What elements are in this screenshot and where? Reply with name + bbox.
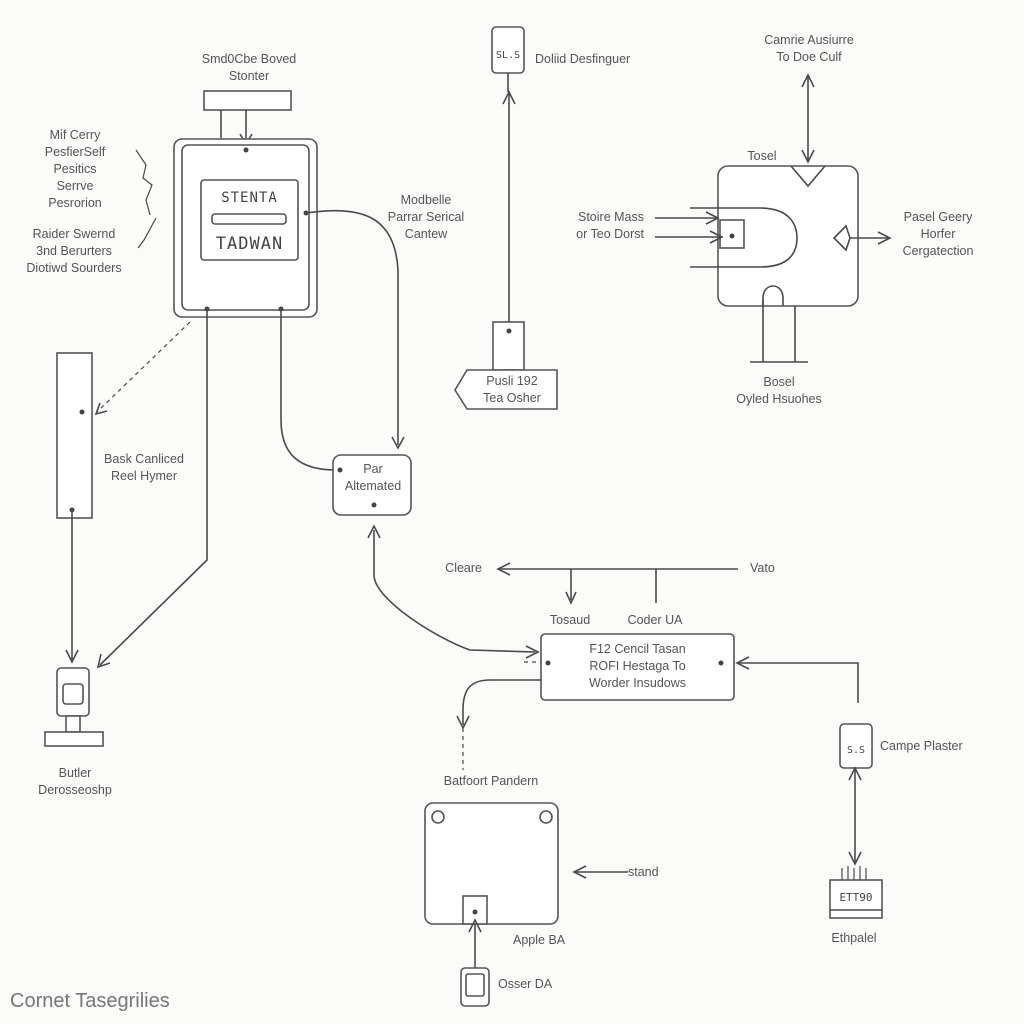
ettso-box bbox=[829, 879, 883, 919]
controller-slot bbox=[211, 213, 287, 225]
tosel-notch bbox=[790, 165, 826, 188]
label-tosel: Tosel bbox=[747, 149, 777, 163]
label-dolid: Doliid Desfinguer bbox=[535, 52, 631, 66]
wire-controller-to-par bbox=[305, 209, 399, 445]
arrow-pasel bbox=[877, 231, 892, 245]
wire-controller-right bbox=[280, 309, 337, 471]
arrow-stoire-b bbox=[709, 230, 724, 244]
arrow-tosaud bbox=[565, 591, 577, 605]
top-switch-box bbox=[203, 90, 292, 111]
push-box bbox=[454, 369, 558, 410]
push-port bbox=[506, 328, 512, 334]
par-port-bottom bbox=[371, 502, 377, 508]
controller-port-top bbox=[243, 147, 249, 153]
label-cleare: Cleare bbox=[445, 561, 482, 575]
wire-camre-to-f12 bbox=[738, 662, 859, 703]
label-coder: Coder UA bbox=[627, 613, 683, 627]
batfoort-bolt-right bbox=[539, 810, 553, 824]
label-osser: Osser DA bbox=[498, 977, 553, 991]
label-stoire: Stoire Mass or Teo Dorst bbox=[576, 210, 644, 241]
label-par: Par Altemated bbox=[344, 462, 402, 493]
label-f12: F12 Cencil Tasan ROFI Hestaga To Worder … bbox=[588, 642, 687, 690]
arrow-into-f12 bbox=[735, 656, 750, 670]
wire-controller-to-butler bbox=[99, 309, 208, 666]
tosel-loop bbox=[690, 207, 798, 268]
left-brace-a bbox=[135, 149, 153, 216]
left-brace-b bbox=[137, 217, 157, 249]
arrow-sensor-down bbox=[65, 649, 79, 664]
butler-base bbox=[44, 731, 104, 747]
batfoort-box bbox=[424, 802, 559, 925]
label-butler: Butler Derosseoshp bbox=[38, 766, 112, 797]
dashed-sensor-link bbox=[96, 321, 191, 413]
f12-box bbox=[540, 633, 735, 701]
arrow-camre-up bbox=[801, 73, 815, 88]
arrow-stand bbox=[572, 865, 587, 879]
arrow-osser-up bbox=[468, 918, 482, 933]
sensor-port bbox=[79, 409, 85, 415]
label-batfoort: Batfoort Pandern bbox=[443, 774, 539, 788]
label-left-note-b: Raider Swernd 3nd Berurters Diotiwd Sour… bbox=[26, 227, 122, 275]
tosel-inner-port bbox=[719, 219, 745, 249]
arrow-to-f12 bbox=[525, 645, 540, 659]
arrow-up-to-par bbox=[367, 524, 381, 539]
label-left-note-a: Mif Cerry PesfierSelf Pesitics Serrve Pe… bbox=[44, 128, 106, 210]
arrow-to-butler bbox=[96, 653, 111, 669]
tosel-inner-dot bbox=[729, 233, 735, 239]
par-port bbox=[337, 467, 343, 473]
label-ethpallet: Ethpalel bbox=[831, 931, 877, 945]
wire-f12-to-batfoort bbox=[462, 679, 541, 725]
arrow-ettso-down bbox=[848, 851, 862, 866]
label-push: Pusli 192 Tea Osher bbox=[483, 374, 541, 405]
label-apple: Apple BA bbox=[513, 933, 566, 947]
label-camre-plaster: Campe Plaster bbox=[880, 739, 963, 753]
tosel-bottom-loop bbox=[762, 285, 784, 306]
butler-neck bbox=[65, 715, 81, 733]
osser-screen bbox=[465, 973, 485, 997]
label-tosaud: Tosaud bbox=[549, 613, 591, 627]
f12-port-right bbox=[718, 660, 724, 666]
ettso-label: ETT90 bbox=[839, 891, 873, 904]
arrow-cleare bbox=[496, 562, 511, 576]
ettso-pins bbox=[841, 866, 867, 880]
label-camre: Camrie Ausiurre To Doe Culf bbox=[764, 33, 854, 64]
arrow-camre-up-2 bbox=[848, 766, 862, 781]
controller-screen-line1: STENTA bbox=[221, 190, 278, 206]
sensor-bar bbox=[56, 352, 93, 519]
label-vato: Vato bbox=[750, 561, 775, 575]
wire-par-to-f12 bbox=[373, 530, 536, 653]
label-bosel: Bosel Oyled Hsuohes bbox=[736, 375, 822, 406]
butler-screen bbox=[62, 683, 84, 705]
batfoort-bolt-left bbox=[431, 810, 445, 824]
label-top-switch: Smd0Cbe Boved Stonter bbox=[201, 52, 297, 83]
arrow-sensor bbox=[94, 402, 108, 416]
label-stand: stand bbox=[628, 865, 659, 879]
label-module: Modbelle Parrar Serical Cantew bbox=[387, 193, 465, 241]
arrow-dolid bbox=[502, 90, 516, 105]
tosel-box bbox=[717, 165, 859, 307]
label-pasel: Pasel Geery Horfer Cergatection bbox=[902, 210, 974, 258]
label-bask: Bask Canliced Reel Hymer bbox=[104, 452, 184, 483]
footer-title: Cornet Tasegrilies bbox=[10, 990, 170, 1012]
arrow-to-par bbox=[391, 436, 405, 450]
par-box bbox=[332, 454, 412, 516]
dolid-device-label: SL.S bbox=[495, 50, 521, 61]
batfoort-port-dot bbox=[472, 909, 478, 915]
arrow-camre-down bbox=[801, 149, 815, 164]
arrow-stoire-a bbox=[705, 211, 720, 225]
camre-plaster-device bbox=[839, 723, 873, 769]
controller-screen-line2: TADWAN bbox=[215, 234, 284, 254]
camre-device-label: S.S bbox=[846, 745, 866, 756]
f12-port-left bbox=[545, 660, 551, 666]
